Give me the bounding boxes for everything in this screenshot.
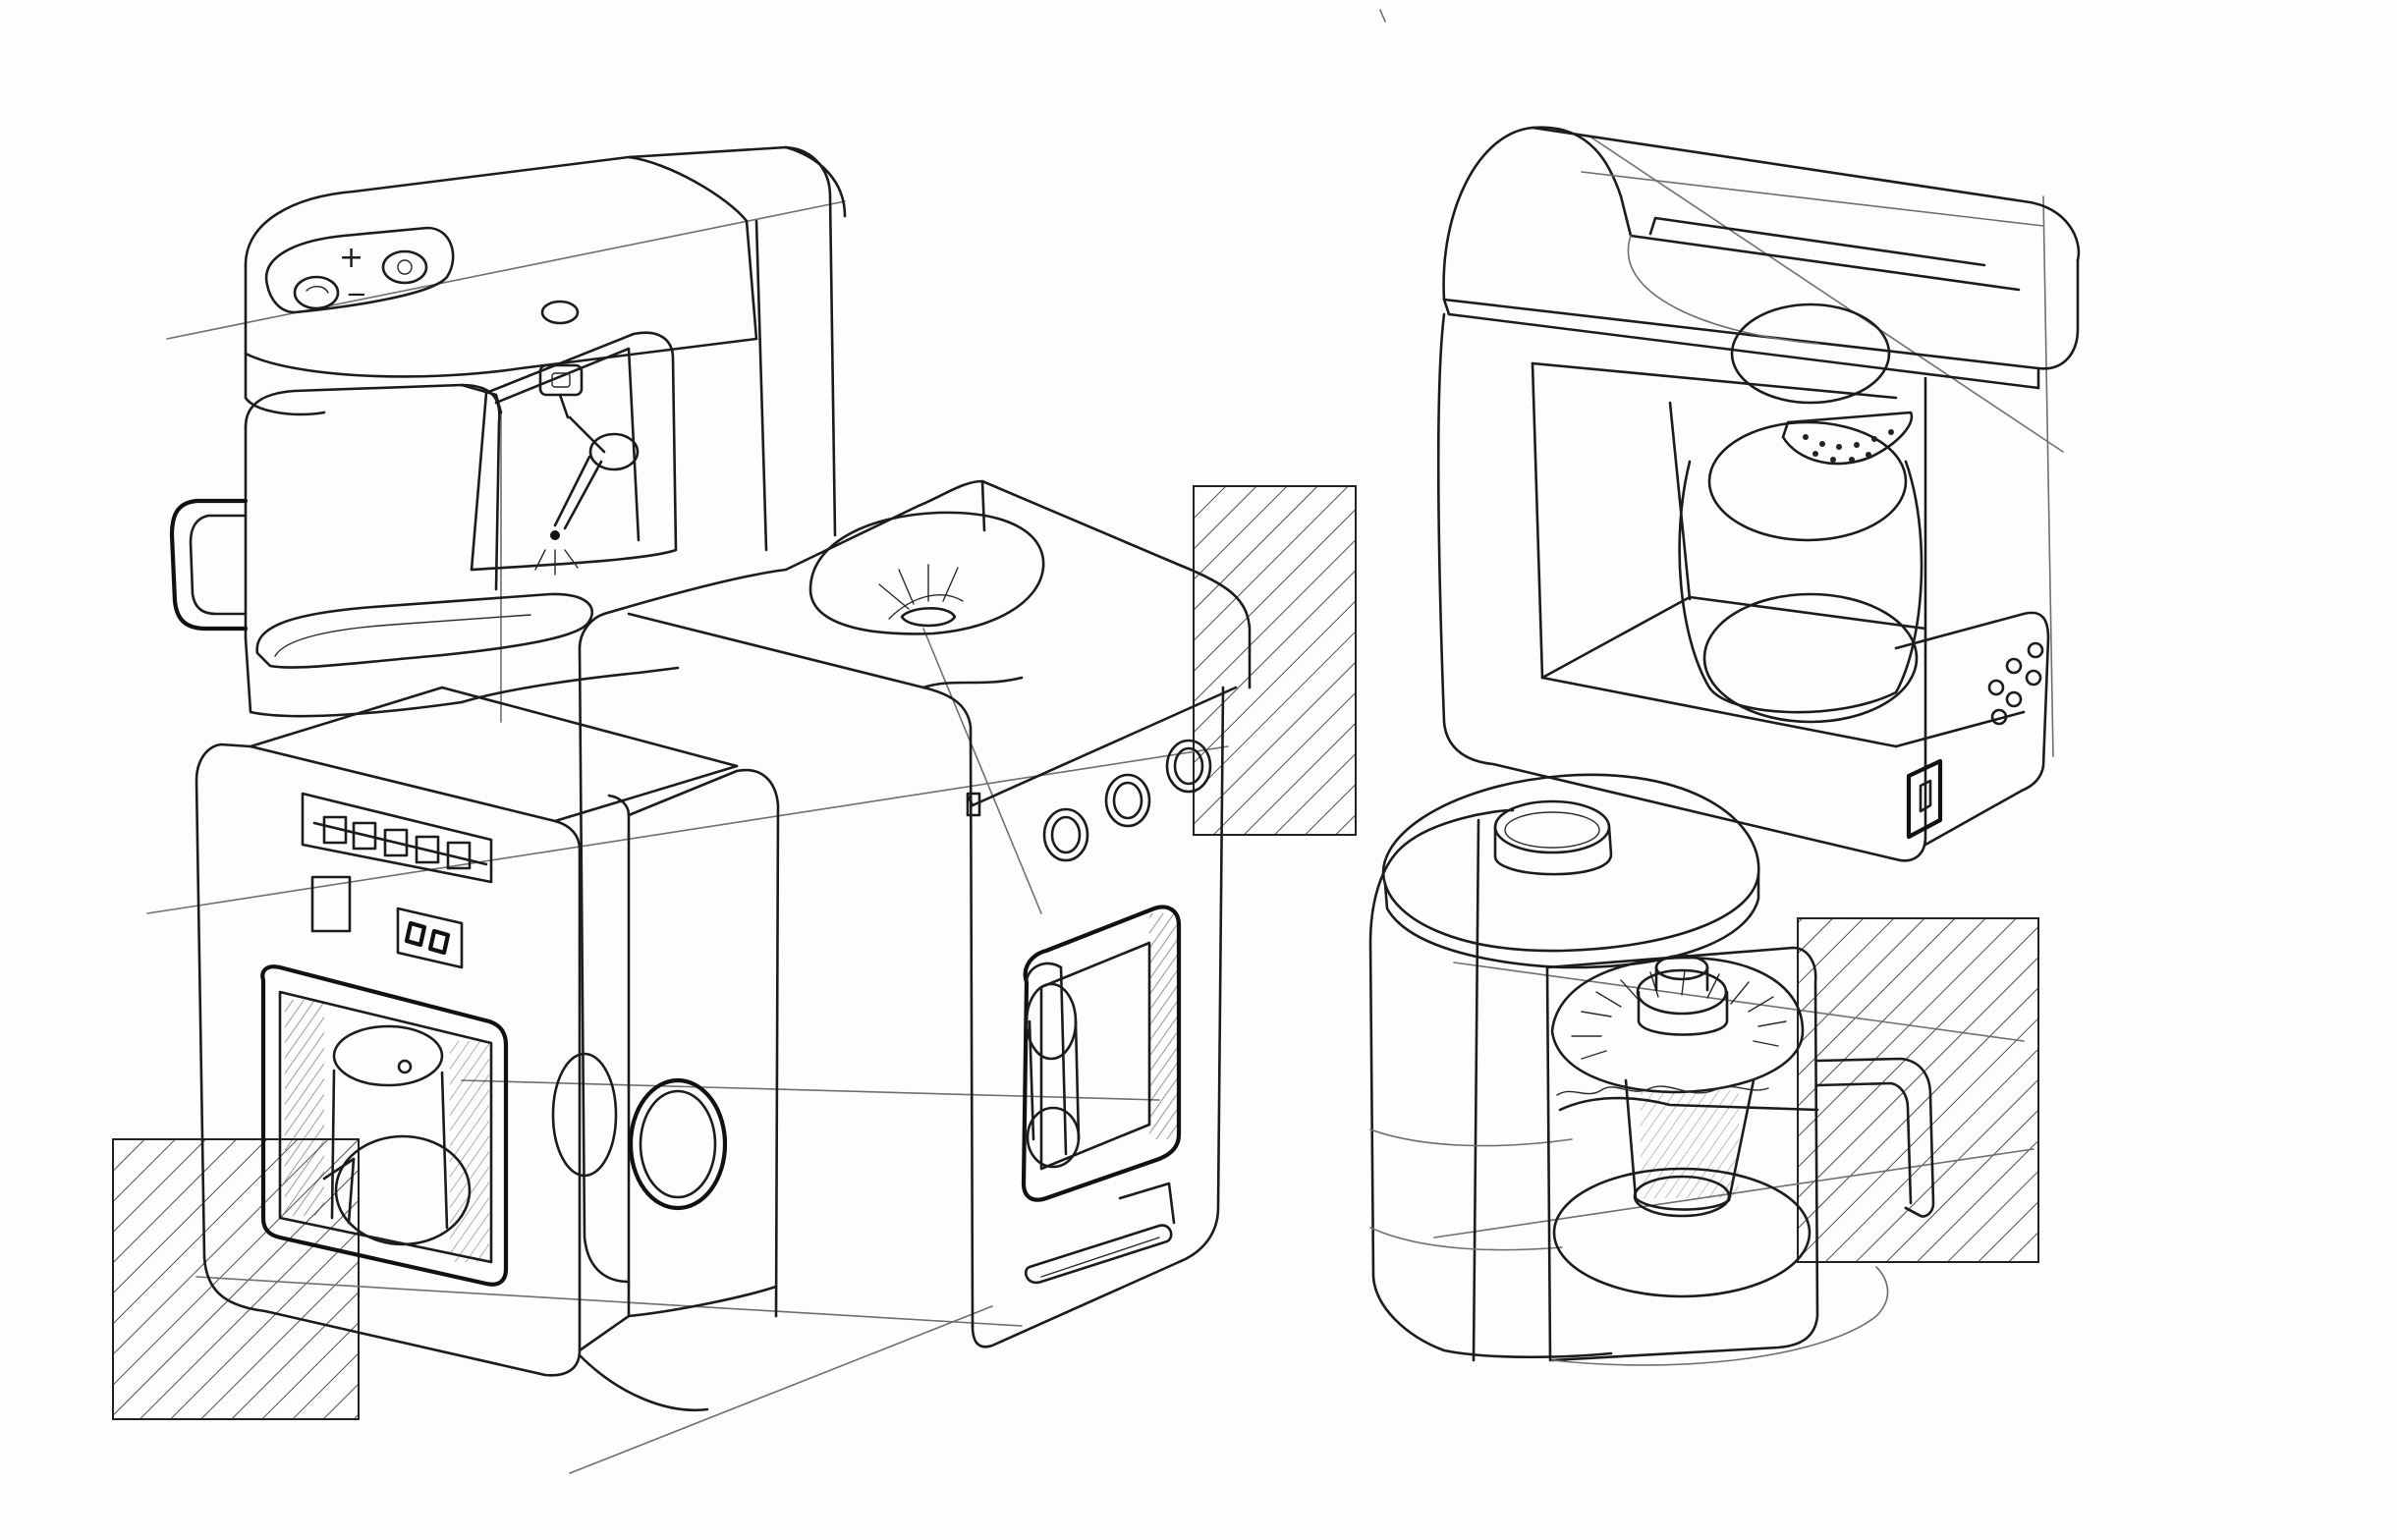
pourover-jug xyxy=(1545,946,1935,1362)
hatch-panel-center xyxy=(1193,485,1357,836)
grinder-drawer-handle xyxy=(1025,1182,1176,1285)
grinder-machine xyxy=(578,479,1252,1348)
coffee-window xyxy=(260,964,509,1287)
drip-shower-head xyxy=(1781,411,1914,466)
pourover-coffee-maker xyxy=(1368,773,1935,1366)
espresso-brew-head xyxy=(534,363,640,576)
stray-mark xyxy=(1379,9,1386,23)
drip-coffee-maker xyxy=(1436,126,2081,862)
side-dial xyxy=(628,1077,728,1211)
digital-display xyxy=(301,792,493,969)
drip-base-controls xyxy=(1894,611,2050,847)
digital-coffee-maker xyxy=(195,686,780,1412)
bean-funnel xyxy=(808,511,1045,635)
espresso-machine: + − xyxy=(169,145,847,718)
espresso-drip-tray xyxy=(255,592,593,669)
espresso-control-panel: + − xyxy=(264,226,580,325)
grinder-dispense-window xyxy=(1021,905,1182,1202)
espresso-minus-mark: − xyxy=(346,280,367,309)
drip-hood xyxy=(1442,126,2081,390)
hatch-panel-right xyxy=(1797,917,2039,1263)
espresso-water-tank xyxy=(169,383,503,640)
drip-carafe xyxy=(1678,302,1923,724)
grinder-knobs xyxy=(1042,739,1212,862)
pourover-top-lid xyxy=(1381,773,1760,969)
espresso-plus-mark: + xyxy=(339,241,363,275)
